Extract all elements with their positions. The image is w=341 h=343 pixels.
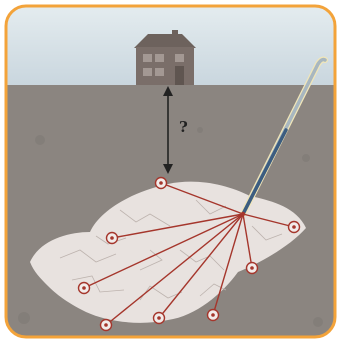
lateral-endpoint-dot [157,316,161,320]
lateral-endpoint-dot [211,313,215,317]
lateral-endpoint-dot [250,266,254,270]
lateral-endpoint-dot [104,323,108,327]
distance-label: ? [179,118,188,136]
lateral-endpoint-dot [159,181,163,185]
lateral-endpoint-dot [110,236,114,240]
well-junction [241,212,245,216]
lateral-endpoint-dot [292,225,296,229]
lateral-endpoint-dot [82,286,86,290]
